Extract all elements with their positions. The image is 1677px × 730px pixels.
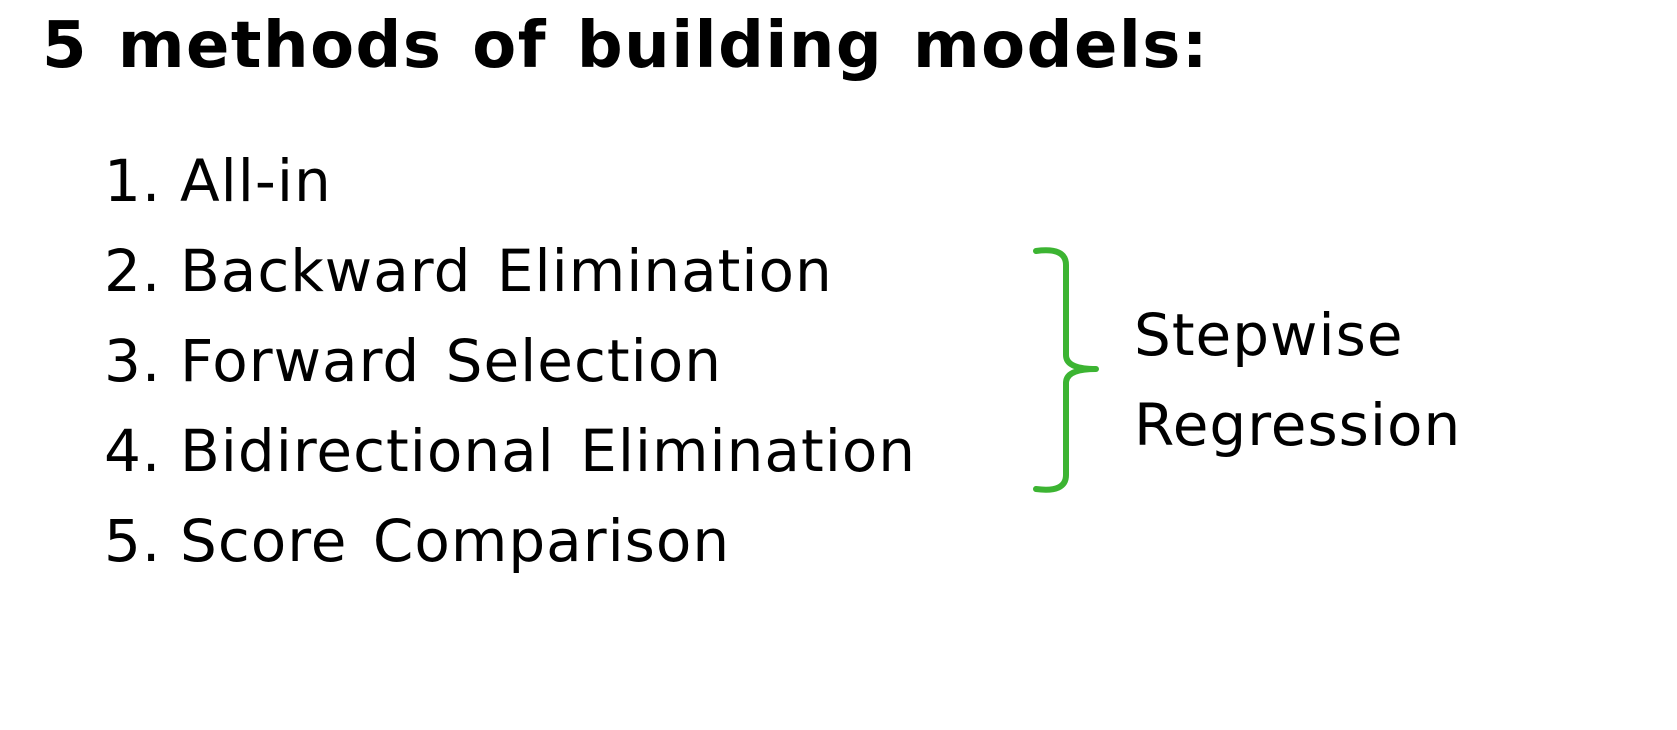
bracket-path bbox=[1033, 247, 1099, 493]
method-item: 4. Bidirectional Elimination bbox=[104, 418, 916, 508]
method-item: 2. Backward Elimination bbox=[104, 238, 916, 328]
method-item: 5. Score Comparison bbox=[104, 508, 916, 598]
method-item: 3. Forward Selection bbox=[104, 328, 916, 418]
method-label: All-in bbox=[180, 147, 332, 215]
method-number: 5. bbox=[104, 507, 162, 575]
stepwise-regression-label: Stepwise Regression bbox=[1134, 290, 1461, 470]
method-number: 3. bbox=[104, 327, 162, 395]
method-list: 1. All-in 2. Backward Elimination 3. Forwar… bbox=[104, 148, 916, 598]
group-label-line2: Regression bbox=[1134, 391, 1462, 459]
method-label: Backward Elimination bbox=[180, 237, 833, 305]
method-item: 1. All-in bbox=[104, 148, 916, 238]
method-label: Forward Selection bbox=[180, 327, 722, 395]
method-number: 2. bbox=[104, 237, 162, 305]
method-number: 1. bbox=[104, 147, 162, 215]
curly-bracket-icon bbox=[1033, 247, 1099, 493]
slide-title: 5 methods of building models: bbox=[42, 9, 1209, 83]
method-label: Bidirectional Elimination bbox=[180, 417, 917, 485]
group-label-line1: Stepwise bbox=[1134, 301, 1404, 369]
method-label: Score Comparison bbox=[180, 507, 731, 575]
method-number: 4. bbox=[104, 417, 162, 485]
